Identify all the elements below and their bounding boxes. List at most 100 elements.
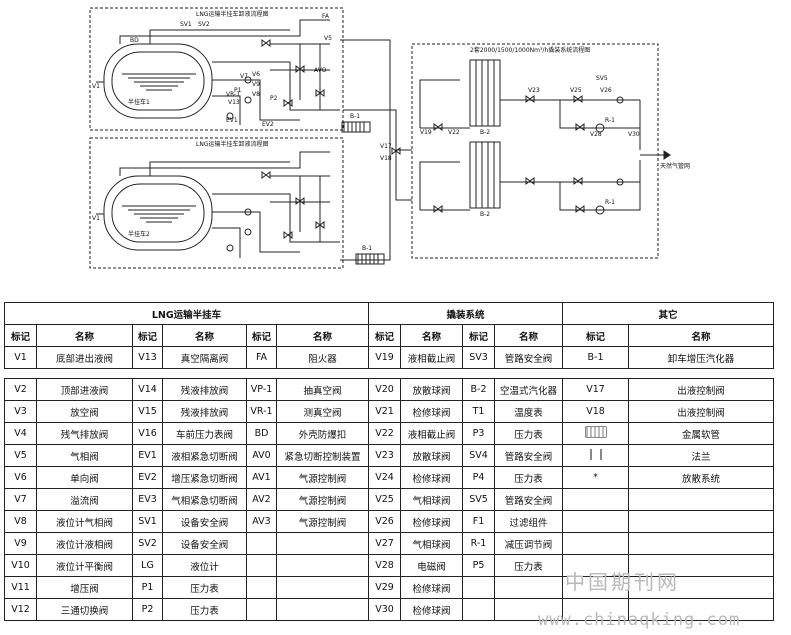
table-cell: V28	[368, 554, 401, 577]
header-cell: 名称	[162, 324, 247, 347]
label-v30: V30	[628, 131, 640, 138]
table-cell: V8	[4, 510, 37, 533]
table-cell: V2	[4, 378, 37, 401]
table-cell: V20	[368, 378, 401, 401]
group-semitrailer: LNG运输半挂车	[4, 302, 369, 325]
table-cell: 阻火器	[276, 346, 369, 369]
table-cell: 放空阀	[36, 400, 133, 423]
table-cell: 液相截止阀	[400, 422, 463, 445]
table-cell: 外壳防爆扣	[276, 422, 369, 445]
table-cell: 压力表	[494, 466, 563, 489]
table-cell: 压力表	[494, 422, 563, 445]
tank-2	[103, 175, 213, 251]
table-cell: 抽真空阀	[276, 378, 369, 401]
table-cell: SV2	[132, 532, 163, 555]
table-cell: EV3	[132, 488, 163, 511]
label-ev1: EV1	[226, 117, 238, 124]
table-cell: SV1	[132, 510, 163, 533]
table-cell	[628, 598, 774, 621]
label-b1-top: B-1	[350, 113, 360, 120]
label-v26: V26	[600, 87, 612, 94]
table-cell	[276, 576, 369, 599]
table-cell: V4	[4, 422, 37, 445]
header-cell: 名称	[36, 324, 133, 347]
legend-table-header: LNG运输半挂车 撬装系统 其它 标记 名称 标记 名称 标记 名称 标记 名称…	[4, 302, 774, 369]
label-sv1: SV1	[180, 21, 192, 28]
table-cell: 法兰	[628, 444, 774, 467]
vaporizer-b2-top	[469, 59, 501, 127]
label-p2: P2	[270, 95, 278, 102]
tank-2-label: 半挂车2	[128, 230, 150, 238]
table-cell: 液位计	[162, 554, 247, 577]
metal-hose-symbol-icon	[584, 426, 607, 438]
table-cell	[276, 532, 369, 555]
table-cell: P4	[462, 466, 495, 489]
table-cell: V5	[4, 444, 37, 467]
label-v25: V25	[570, 87, 582, 94]
group-skid-system: 撬装系统	[368, 302, 563, 325]
table-cell: 气源控制阀	[276, 510, 369, 533]
table-cell	[246, 576, 277, 599]
table-cell: FA	[246, 346, 277, 369]
table-cell: 气源控制阀	[276, 466, 369, 489]
table-cell: VP-1	[246, 378, 277, 401]
table-cell: 顶部进液阀	[36, 378, 133, 401]
table-cell: 压力表	[162, 576, 247, 599]
table-cell: *	[562, 466, 629, 489]
table-cell: P2	[132, 598, 163, 621]
label-b2-bottom: B-2	[480, 211, 490, 218]
table-cell: 管路安全阀	[494, 346, 563, 369]
table-cell: 气相球阀	[400, 488, 463, 511]
table-cell	[246, 532, 277, 555]
header-cell: 标记	[132, 324, 163, 347]
header-cell: 标记	[462, 324, 495, 347]
table-cell: 液位计液相阀	[36, 532, 133, 555]
table-cell: SV3	[462, 346, 495, 369]
table-cell: 残气排放阀	[36, 422, 133, 445]
label-vr1: VR-1	[226, 91, 240, 98]
left-bottom-title: LNG运输半挂车卸液流程图	[196, 140, 268, 148]
table-cell: 车前压力表阀	[162, 422, 247, 445]
label-v23: V23	[528, 87, 540, 94]
table-cell: P3	[462, 422, 495, 445]
label-v18: V18	[380, 155, 392, 162]
table-cell: V30	[368, 598, 401, 621]
table-cell: VR-1	[246, 400, 277, 423]
table-cell: 测真空阀	[276, 400, 369, 423]
watermark-cn: 中国期刊网	[565, 570, 680, 594]
table-cell: 温度表	[494, 400, 563, 423]
table-cell: 管路安全阀	[494, 444, 563, 467]
table-cell: 压力表	[162, 598, 247, 621]
table-cell	[246, 554, 277, 577]
label-sv2: SV2	[198, 21, 210, 28]
table-cell: 减压调节阀	[494, 532, 563, 555]
label-v7: V7	[240, 73, 248, 80]
table-cell	[628, 488, 774, 511]
flange-symbol-icon	[589, 448, 602, 460]
table-cell: 放散球阀	[400, 444, 463, 467]
label-bd: BD	[130, 37, 139, 44]
table-cell: V3	[4, 400, 37, 423]
table-cell: V29	[368, 576, 401, 599]
label-avo: AVO	[314, 67, 327, 74]
label-v1-top: V1	[92, 83, 100, 90]
table-cell: 出液控制阀	[628, 400, 774, 423]
table-cell: B-2	[462, 378, 495, 401]
table-cell: 气相阀	[36, 444, 133, 467]
table-cell: 液位计气相阀	[36, 510, 133, 533]
header-cell: 名称	[276, 324, 369, 347]
label-ev2: EV2	[262, 121, 274, 128]
table-cell	[628, 510, 774, 533]
header-cell: 名称	[400, 324, 463, 347]
label-v9: V9	[252, 81, 260, 88]
table-cell: 液相紧急切断阀	[162, 444, 247, 467]
table-cell: 卸车增压汽化器	[628, 346, 774, 369]
table-cell: 压力表	[494, 554, 563, 577]
table-cell: 出液控制阀	[628, 378, 774, 401]
label-r1-top: R-1	[605, 117, 615, 124]
